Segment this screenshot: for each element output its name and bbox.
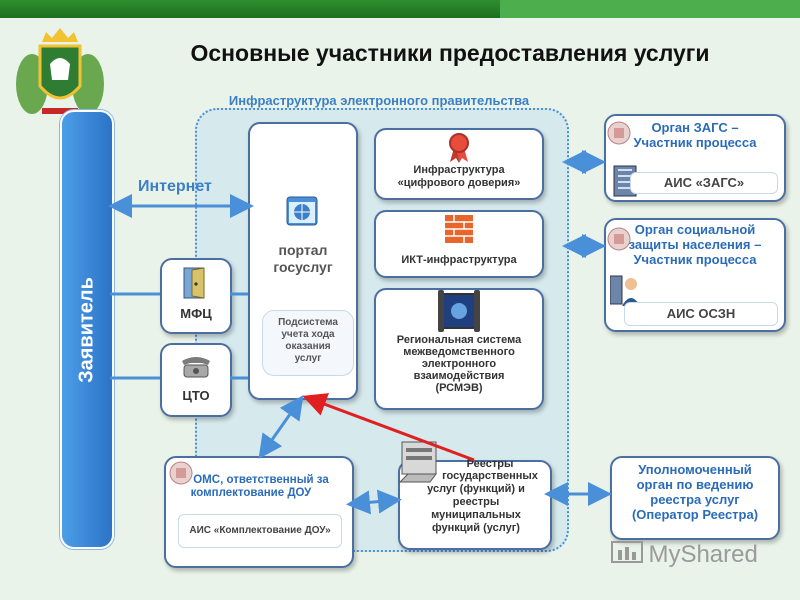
internet-label: Интернет (138, 178, 212, 195)
subsystem-line2: учета хода (281, 329, 335, 340)
rsmev-line1: Региональная система (396, 334, 522, 346)
oms-ais-label: АИС «Комплектование ДОУ» (178, 514, 342, 548)
operator-line1: Уполномоченный (638, 462, 752, 477)
oms-registries-arrow (346, 489, 402, 515)
subsystem-line4: услуг (294, 353, 322, 364)
rsmev-line2: межведомственного (403, 346, 515, 358)
ict-box: ИКТ-инфраструктура (374, 210, 544, 278)
door-icon (183, 267, 205, 299)
watermark-text: MyShared (648, 541, 758, 568)
oms-line2: комплектование ДОУ (190, 487, 312, 499)
mfc-label: МФЦ (180, 306, 212, 321)
oms-line1: ОМС, ответственный за (193, 474, 329, 486)
trust-line1: Инфраструктура (413, 164, 505, 176)
infrastructure-label: Инфраструктура электронного правительств… (228, 93, 530, 108)
cto-label: ЦТО (182, 388, 210, 403)
globe-window-icon (286, 196, 318, 226)
puzzle-icon (169, 461, 193, 485)
registries-line4: реестры (452, 496, 500, 508)
operator-line2: орган по ведению (636, 477, 754, 492)
subsystem-line1: Подсистема (278, 317, 338, 328)
rsmev-box: Региональная система межведомственного э… (374, 288, 544, 410)
telephone-icon (182, 357, 210, 378)
operator-box: Уполномоченный орган по ведению реестра … (610, 456, 780, 540)
portal-title-line1: портал (278, 242, 328, 258)
rsmev-line5: (РСМЭВ) (435, 382, 483, 394)
zags-ais-label: АИС «ЗАГС» (630, 172, 778, 194)
trust-infrastructure-box: Инфраструктура «цифрового доверия» (374, 128, 544, 200)
page-title: Основные участники предоставления услуги (190, 40, 710, 66)
portal-oms-arrow (258, 395, 304, 459)
network-tablet-icon (438, 290, 480, 332)
brick-wall-icon (445, 215, 473, 243)
registries-line1: Реестры (466, 458, 514, 470)
oszn-ais-label: АИС ОСЗН (624, 302, 778, 326)
mfc-box: МФЦ (160, 258, 232, 334)
oszn-line2: защиты населения – (628, 237, 762, 252)
subsystem-box: Подсистема учета хода оказания услуг (262, 310, 354, 376)
rsmev-line3: электронного (421, 358, 497, 370)
ict-label: ИКТ-инфраструктура (401, 254, 517, 266)
registries-line5: муниципальных (431, 509, 521, 521)
subsystem-line3: оказания (285, 341, 331, 352)
registries-line3: услуг (функций) и (427, 483, 525, 495)
trust-line2: «цифрового доверия» (397, 177, 521, 189)
operator-line3: реестра услуг (650, 492, 740, 507)
zags-line2: Участник процесса (633, 135, 757, 150)
oszn-line3: Участник процесса (633, 252, 757, 267)
medal-icon (449, 133, 469, 163)
puzzle-icon (607, 227, 631, 251)
top-banner-stripe (500, 0, 800, 18)
coat-of-arms-icon (16, 28, 104, 114)
puzzle-icon (607, 121, 631, 145)
registries-line2: государственных (442, 470, 538, 482)
red-registries-portal-arrow (302, 393, 475, 462)
registries-line6: функций (услуг) (432, 522, 520, 534)
presentation-board-icon (611, 541, 643, 563)
server-icon (398, 441, 437, 483)
applicant-bar: Заявитель (60, 110, 114, 549)
portal-title-line2: госуслуг (273, 259, 333, 275)
zags-line1: Орган ЗАГС – (651, 120, 739, 135)
cto-box: ЦТО (160, 343, 232, 417)
oszn-box: Орган социальной защиты населения – Учас… (604, 218, 786, 332)
oszn-line1: Орган социальной (634, 222, 756, 237)
oms-box: ОМС, ответственный за комплектование ДОУ… (164, 456, 354, 568)
rsmev-line4: взаимодействия (413, 370, 505, 382)
operator-line4: (Оператор Реестра) (631, 507, 759, 522)
zags-box: Орган ЗАГС – Участник процесса АИС «ЗАГС… (604, 114, 786, 202)
watermark: MyShared (610, 540, 758, 570)
